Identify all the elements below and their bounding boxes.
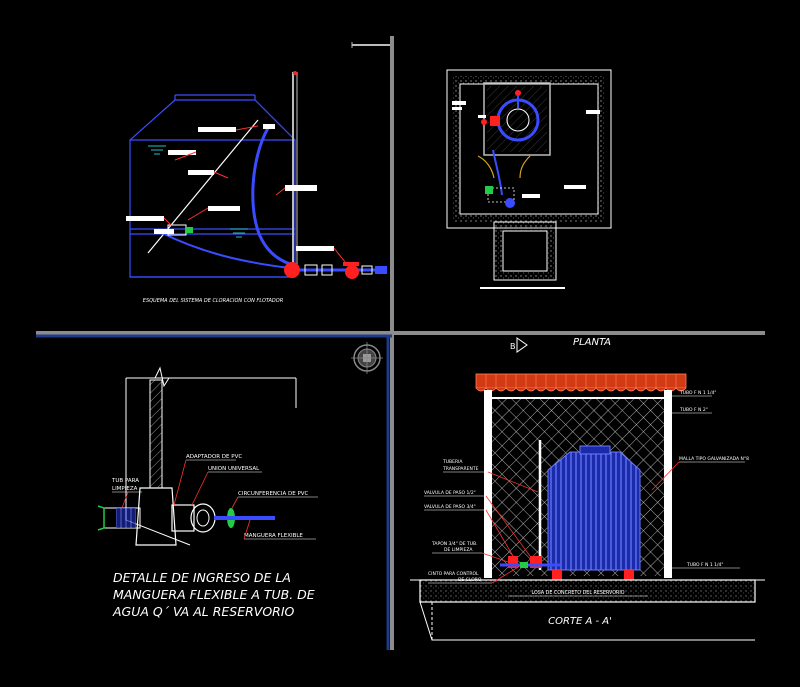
valve-three-quarter-label: VALVULA DE PASO 3/4" [424, 504, 476, 510]
float-valve-body [185, 227, 193, 233]
tank-chlorination-view: ESQUEMA DEL SISTEMA DE CLORACION CON FLO… [126, 71, 387, 304]
water-level-marks [148, 145, 248, 238]
right-post [664, 390, 672, 578]
section-marker-letter: B [510, 342, 516, 351]
drain-pipe-label-2: LIMPIEZA [112, 486, 138, 492]
tee-fitting [135, 487, 177, 546]
cleaning-cap-label-1: TAPON 3/4" DE TUB. [431, 541, 478, 547]
left-post [484, 390, 492, 578]
label-blocks [126, 124, 334, 251]
roof-tiles [475, 373, 687, 392]
tube-1-1-4-label: TUBO F N 1 1/4" [679, 390, 716, 396]
vertical-pipe [149, 379, 163, 489]
union-label: UNION UNIVERSAL [208, 466, 260, 472]
hose-inlet-detail: ADAPTADOR DE PVC UNION UNIVERSAL TUB PAR… [97, 366, 318, 619]
adapter-label: ADAPTADOR DE PVC [186, 454, 242, 460]
plan-view: PLANTA B [446, 69, 612, 353]
section-title: CORTE A - A' [548, 616, 612, 627]
section-tank [547, 445, 641, 571]
chlorine-label-2: DE CLORO [458, 577, 482, 583]
transparent-pipe-label-2: TRANSPARENTE [442, 466, 479, 472]
valve-half-label: VALVULA DE PASO 1/2" [424, 490, 476, 496]
viewport-dividers [36, 36, 765, 650]
plan-label-blocks [452, 101, 600, 198]
hose-title-line-2: MANGUERA FLEXIBLE A TUB. DE [113, 587, 315, 602]
inlet-hose [251, 127, 297, 268]
section-aa-view: TUBO F N 1 1/4" TUBO F N 2" MALLA TIPO G… [410, 373, 765, 641]
union-fitting [171, 504, 195, 532]
hose-detail-labels: ADAPTADOR DE PVC UNION UNIVERSAL TUB PAR… [111, 454, 318, 540]
transparent-pipe-label-1: TUBERIA [442, 459, 463, 465]
mesh-label: MALLA TIPO GALVANIZADA N°8 [679, 456, 749, 462]
tube-base-label: TUBO F N 1 1/4" [686, 562, 723, 568]
vent-cap [293, 71, 297, 75]
drain-pipe-label-1: TUB PARA [111, 478, 139, 484]
slab-label: LOSA DE CONCRETO DEL RESERVORIO [531, 590, 624, 596]
north-compass-icon [351, 342, 383, 374]
outlet-hose [159, 231, 291, 269]
tube-2-label: TUBO F N 2" [679, 407, 708, 413]
pvc-ring-label: CIRCUNFERENCIA DE PVC [238, 491, 309, 497]
tank-caption: ESQUEMA DEL SISTEMA DE CLORACION CON FLO… [143, 298, 283, 304]
hose-title-line-1: DETALLE DE INGRESO DE LA [113, 570, 291, 585]
plan-title: PLANTA [573, 337, 611, 348]
section-labels: TUBO F N 1 1/4" TUBO F N 2" MALLA TIPO G… [424, 390, 749, 597]
cleaning-cap-label-2: DE LIMPIEZA [444, 547, 473, 553]
section-marker-arrow [516, 337, 528, 353]
hose-title-line-3: AGUA Q´ VA AL RESERVORIO [112, 604, 295, 619]
leader-lines [163, 125, 346, 263]
outlet-manifold [284, 262, 387, 279]
chlorine-label-1: CINTO PARA CONTROL [428, 571, 479, 577]
base-valves [500, 556, 634, 580]
flex-hose-label: MANGUERA FLEXIBLE [244, 533, 303, 539]
